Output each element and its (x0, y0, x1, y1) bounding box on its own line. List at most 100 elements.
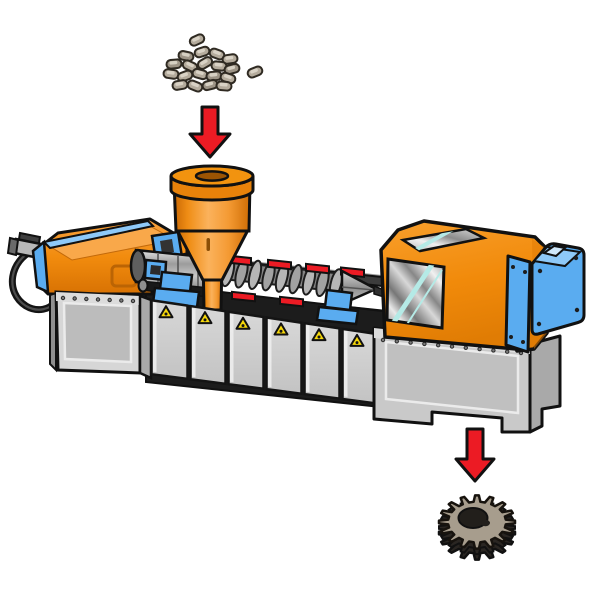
metal-streak (405, 269, 443, 327)
pellet-highlight (250, 68, 258, 74)
screw-flights (220, 256, 344, 299)
pellet-highlight (186, 61, 194, 68)
hopper-slot (206, 238, 210, 251)
cabinet-side-right (528, 334, 562, 434)
pellet (221, 53, 239, 65)
cabinet-side-left (49, 291, 57, 373)
bolt-icon (511, 265, 515, 269)
bolt-icon (537, 268, 543, 274)
pellet-highlight (219, 82, 228, 87)
pellet (215, 80, 233, 92)
pellet-highlight (192, 36, 200, 42)
bolt-icon (521, 340, 525, 344)
cabinet-door (150, 298, 189, 381)
pellet (177, 50, 195, 62)
right-base-cabinet (372, 326, 562, 434)
bolt-icon (536, 321, 542, 327)
pellet (193, 45, 211, 59)
cabinet-panel (384, 340, 520, 415)
pellet-highlight (181, 52, 190, 57)
warning-mark (241, 324, 245, 328)
pellet-highlight (191, 82, 199, 88)
platen-notch (541, 244, 568, 258)
cabinet-side-right (138, 294, 153, 380)
nozzle-cone-line (341, 286, 375, 291)
left-base-cabinet (49, 290, 153, 380)
door-edge-highlight (344, 330, 348, 398)
pellet-highlight (195, 70, 204, 75)
rivet (422, 341, 427, 347)
pellet-highlight (214, 62, 223, 67)
hopper-opening (194, 170, 230, 182)
rivet (60, 295, 66, 301)
pellet-highlight (180, 72, 188, 78)
warning-triangle-icon (273, 322, 289, 336)
pellet (162, 68, 180, 80)
platen-mount-plate (504, 254, 532, 354)
door-edge-highlight (268, 319, 272, 388)
gear-center-hole (457, 507, 489, 529)
housing-blue-wedge (31, 239, 50, 295)
bolt-icon (574, 307, 580, 313)
pellet (165, 58, 183, 70)
feed-arrow-icon (188, 105, 232, 159)
pellet-highlight (227, 65, 236, 71)
bolt-icon (573, 255, 579, 261)
rivet (130, 298, 136, 304)
bolt-icon (509, 335, 513, 339)
rivet (491, 348, 496, 353)
power-cable-sheen (11, 248, 57, 311)
rivet (394, 339, 399, 344)
rivet (84, 296, 89, 302)
rivet-row (380, 337, 524, 356)
rivet (463, 345, 468, 350)
pellet (188, 33, 206, 47)
warning-triangle-icon (311, 328, 327, 342)
rivet (505, 349, 510, 354)
rivet (449, 344, 455, 349)
cabinet-door (227, 310, 265, 391)
rivet-row (60, 295, 136, 304)
screw-flight (247, 259, 263, 290)
pellet (186, 79, 204, 93)
hose-fitting-cap (6, 236, 20, 257)
warning-triangle-icon (235, 316, 251, 330)
pellet-highlight (175, 81, 184, 86)
plastic-pellets (162, 33, 264, 93)
warning-triangle-icon (197, 311, 213, 325)
rivet (408, 340, 413, 345)
pellet-highlight (169, 60, 178, 65)
pellet (246, 65, 264, 79)
pellet-highlight (224, 74, 232, 80)
pellet-highlight (197, 48, 206, 54)
warning-mark (317, 335, 321, 339)
bolt-icon (523, 270, 527, 274)
door-edge-highlight (306, 325, 310, 393)
cabinet-door (265, 316, 303, 396)
heater-band (231, 290, 256, 303)
rivet (477, 346, 482, 352)
cabinet-doors (150, 298, 379, 405)
housing-blue-block-center (160, 239, 174, 254)
bearing-block-center (150, 265, 161, 275)
end-platen (504, 242, 586, 354)
warning-triangle-icon (349, 333, 365, 347)
front-window-streaks (391, 261, 443, 327)
rivet (436, 343, 441, 348)
warning-mark (203, 318, 207, 322)
warning-triangle-icon (158, 305, 174, 319)
heater-band (279, 295, 304, 308)
pellet (223, 62, 241, 76)
feed-hopper (169, 164, 255, 312)
cabinet-panel (62, 301, 133, 364)
rivet (380, 337, 386, 343)
pellet-highlight (209, 72, 218, 77)
warning-mark (355, 341, 359, 345)
nozzle-bracket-flange (315, 305, 360, 326)
platen-box (530, 242, 586, 336)
drive-cylinder-cap (129, 248, 147, 284)
pellet (171, 79, 189, 91)
door-edge-highlight (192, 308, 196, 378)
